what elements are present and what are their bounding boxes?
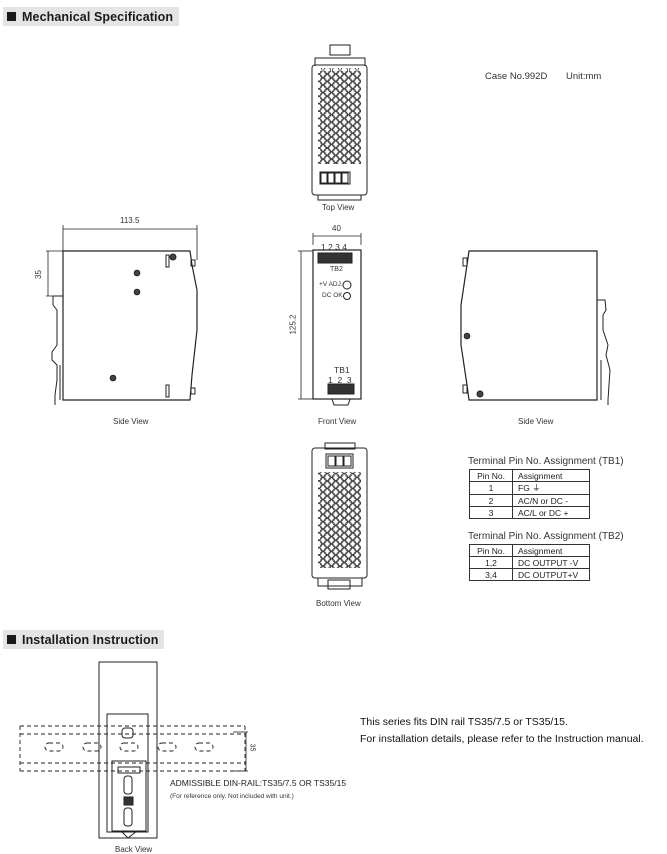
mechanical-spec-header: Mechanical Specification <box>3 7 180 26</box>
pin-cell: 3,4 <box>469 568 513 581</box>
side-view-right-label: Side View <box>518 417 554 426</box>
reference-note: (For reference only. Not included with u… <box>170 793 294 800</box>
side-view-left-label: Side View <box>113 417 149 426</box>
tb1-label: TB1 <box>334 365 350 375</box>
back-view-drawing <box>19 661 248 839</box>
dim-height-side: 35 <box>33 270 43 279</box>
back-view-label: Back View <box>115 845 153 854</box>
assignment-cell: AC/L or DC + <box>512 506 590 519</box>
section-title: Installation Instruction <box>22 632 159 647</box>
table-row: 3,4 DC OUTPUT+V <box>469 568 590 581</box>
top-view-label: Top View <box>322 203 355 212</box>
pin-cell: 3 <box>469 506 513 519</box>
case-info: Case No.992D Unit:mm <box>485 71 617 82</box>
assignment-cell: FG ⏚ <box>512 481 590 495</box>
header-pin-no: Pin No. <box>469 469 513 482</box>
dcok-label: DC OK <box>322 292 343 299</box>
table-header-row: Pin No. Assignment <box>469 544 590 557</box>
square-bullet-icon <box>7 635 16 644</box>
pin-cell: 1,2 <box>469 556 513 569</box>
installation-note-2: For installation details, please refer t… <box>360 733 644 745</box>
assignment-cell: DC OUTPUT -V <box>512 556 590 569</box>
bottom-view-label: Bottom View <box>316 599 361 608</box>
installation-header: Installation Instruction <box>3 630 165 649</box>
tb2-table: Pin No. Assignment 1,2 DC OUTPUT -V 3,4 … <box>469 544 590 581</box>
table-header-row: Pin No. Assignment <box>469 469 590 482</box>
side-view-left-drawing <box>46 225 198 405</box>
vadj-label: +V ADJ. <box>319 281 343 288</box>
tb2-pin-numbers: 1 2 3 4 <box>321 242 347 252</box>
header-assignment: Assignment <box>512 544 590 557</box>
side-view-right-screws <box>463 332 484 398</box>
header-assignment: Assignment <box>512 469 590 482</box>
dim-width-front: 40 <box>332 224 341 233</box>
header-pin-no: Pin No. <box>469 544 513 557</box>
side-view-right-drawing <box>460 250 611 405</box>
table-row: 2 AC/N or DC - <box>469 494 590 507</box>
table-row: 1,2 DC OUTPUT -V <box>469 556 590 569</box>
bottom-view-drawing <box>311 442 368 590</box>
tb2-label: TB2 <box>330 266 343 273</box>
dim-height-front: 125.2 <box>288 314 298 335</box>
tb1-table-title: Terminal Pin No. Assignment (TB1) <box>468 456 624 467</box>
dim-width-side: 113.5 <box>120 216 140 225</box>
top-view-drawing <box>311 44 368 201</box>
pin-cell: 2 <box>469 494 513 507</box>
table-row: 3 AC/L or DC + <box>469 506 590 519</box>
installation-note-1: This series fits DIN rail TS35/7.5 or TS… <box>360 716 568 728</box>
square-bullet-icon <box>7 12 16 21</box>
section-title: Mechanical Specification <box>22 9 174 24</box>
admissible-rail-text: ADMISSIBLE DIN-RAIL:TS35/7.5 OR TS35/15 <box>170 778 347 788</box>
pin-cell: 1 <box>469 481 513 495</box>
assignment-cell: DC OUTPUT+V <box>512 568 590 581</box>
case-number: Case No.992D <box>485 71 548 82</box>
assignment-cell: AC/N or DC - <box>512 494 590 507</box>
tb1-pin-numbers: 1 2 3 <box>328 375 352 385</box>
rail-dim-label: 35 <box>248 743 256 752</box>
tb2-table-title: Terminal Pin No. Assignment (TB2) <box>468 531 624 542</box>
front-view-label: Front View <box>318 417 357 426</box>
side-view-left-screws <box>109 253 177 382</box>
table-row: 1 FG ⏚ <box>469 481 590 495</box>
unit-label: Unit:mm <box>565 71 602 82</box>
front-view-drawing <box>298 233 362 406</box>
tb1-table: Pin No. Assignment 1 FG ⏚ 2 AC/N or DC -… <box>469 469 590 519</box>
